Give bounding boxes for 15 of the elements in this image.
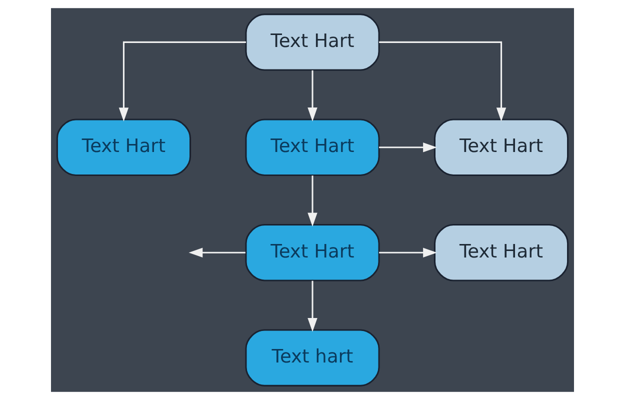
node-box: Text Hart	[434, 118, 569, 176]
arrow	[308, 70, 318, 122]
node-box: Text Hart	[56, 118, 192, 176]
node-box: Text Hart	[245, 224, 380, 282]
node-box: Text Hart	[434, 224, 569, 282]
arrow	[379, 142, 438, 152]
node-box: Text hart	[245, 329, 380, 386]
arrow	[379, 41, 506, 122]
arrow	[308, 176, 318, 227]
arrow	[188, 248, 246, 258]
arrow	[118, 41, 246, 122]
arrow	[308, 280, 318, 332]
arrow	[379, 248, 438, 258]
node-box: Text Hart	[245, 118, 380, 176]
node-box: Text Hart	[245, 14, 380, 71]
